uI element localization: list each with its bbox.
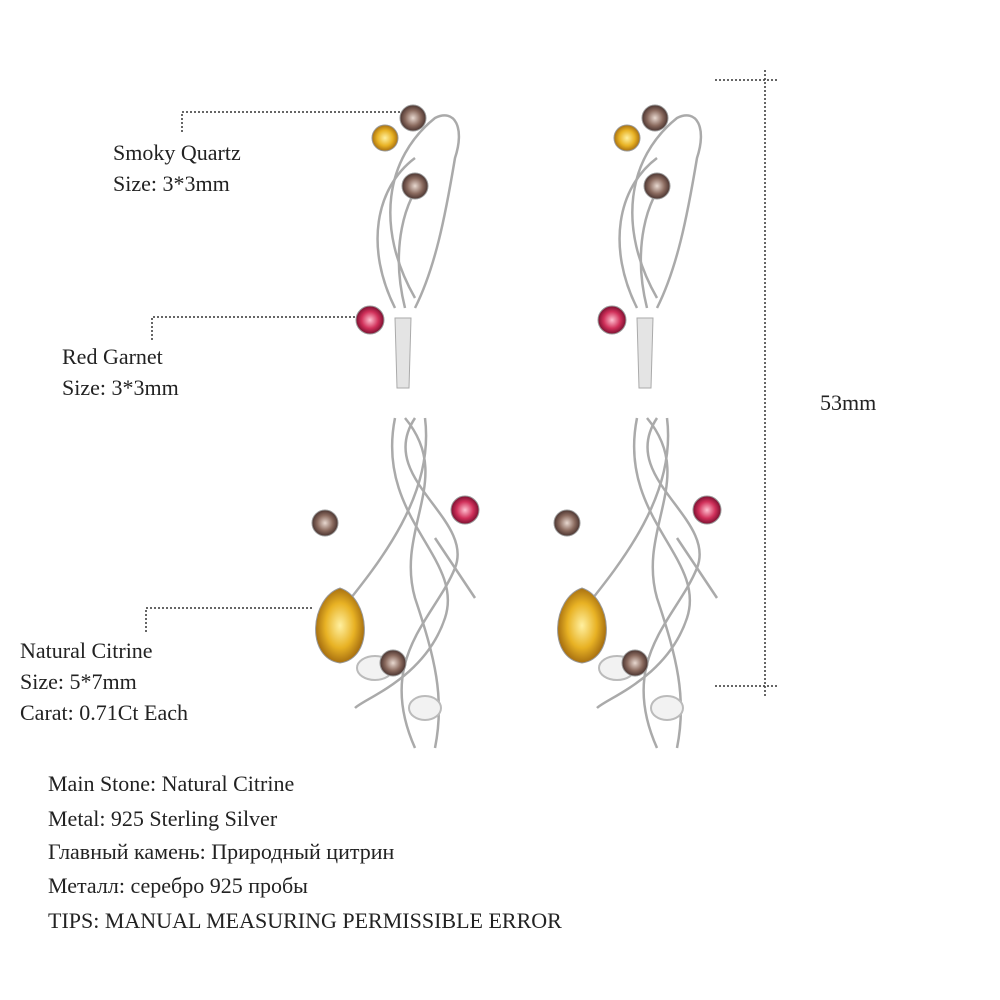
callout-size: Size: 5*7mm [20,669,137,694]
callout-title: Natural Citrine [20,638,153,663]
spec-main-stone: Main Stone: Natural Citrine [48,771,295,796]
spec-metal-ru: Металл: серебро 925 пробы [48,873,308,898]
callout-size: Size: 3*3mm [62,375,179,400]
right-earring [552,103,723,750]
length-dimension: 53mm [820,390,877,415]
spec-tips: TIPS: MANUAL MEASURING PERMISSIBLE ERROR [48,908,562,933]
callout-lines [145,70,778,696]
spec-metal: Metal: 925 Sterling Silver [48,806,278,831]
callout-red-garnet: Red Garnet Size: 3*3mm [62,341,179,403]
callout-natural-citrine: Natural Citrine Size: 5*7mm Carat: 0.71C… [20,635,188,728]
callout-size: Size: 3*3mm [113,171,230,196]
spec-main-stone-ru: Главный камень: Природный цитрин [48,839,395,864]
left-earring [310,103,481,750]
callout-carat: Carat: 0.71Ct Each [20,700,189,725]
callout-title: Red Garnet [62,344,163,369]
callout-title: Smoky Quartz [113,140,241,165]
callout-smoky-quartz: Smoky Quartz Size: 3*3mm [113,137,241,199]
